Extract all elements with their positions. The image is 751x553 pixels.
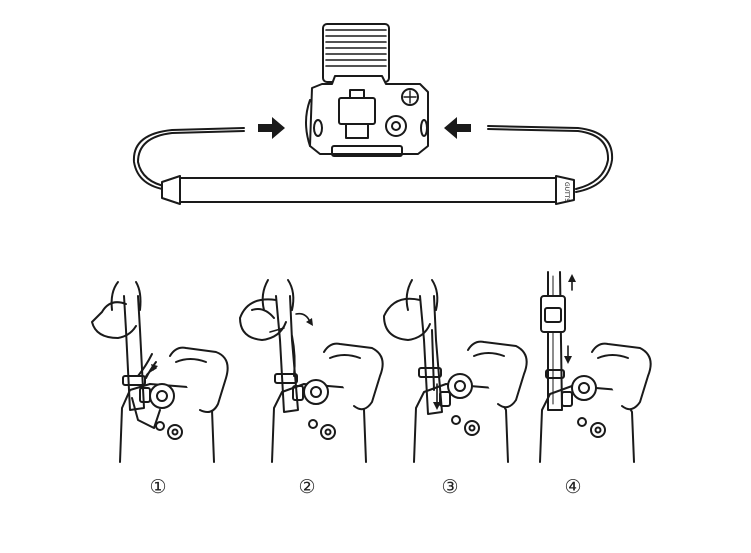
arrow-left-icon <box>444 117 471 139</box>
arrow-right-icon <box>258 117 285 139</box>
step-4-label: ④ <box>564 476 582 498</box>
step-3-label: ③ <box>441 476 459 498</box>
hand-icon <box>169 346 229 413</box>
step-2-label: ② <box>298 476 316 498</box>
hand-icon <box>591 342 652 411</box>
svg-text:GUTTS: GUTTS <box>563 182 570 202</box>
hand-icon <box>467 340 528 409</box>
strap-illustration: GUTTS <box>132 125 614 205</box>
step-2-illustration <box>239 279 384 463</box>
step-4-illustration <box>539 271 652 463</box>
step-3-illustration <box>383 279 528 463</box>
hand-icon <box>323 342 384 411</box>
camera-icon <box>305 23 429 157</box>
step-1-label: ① <box>149 476 167 498</box>
step-1-illustration <box>91 281 229 463</box>
